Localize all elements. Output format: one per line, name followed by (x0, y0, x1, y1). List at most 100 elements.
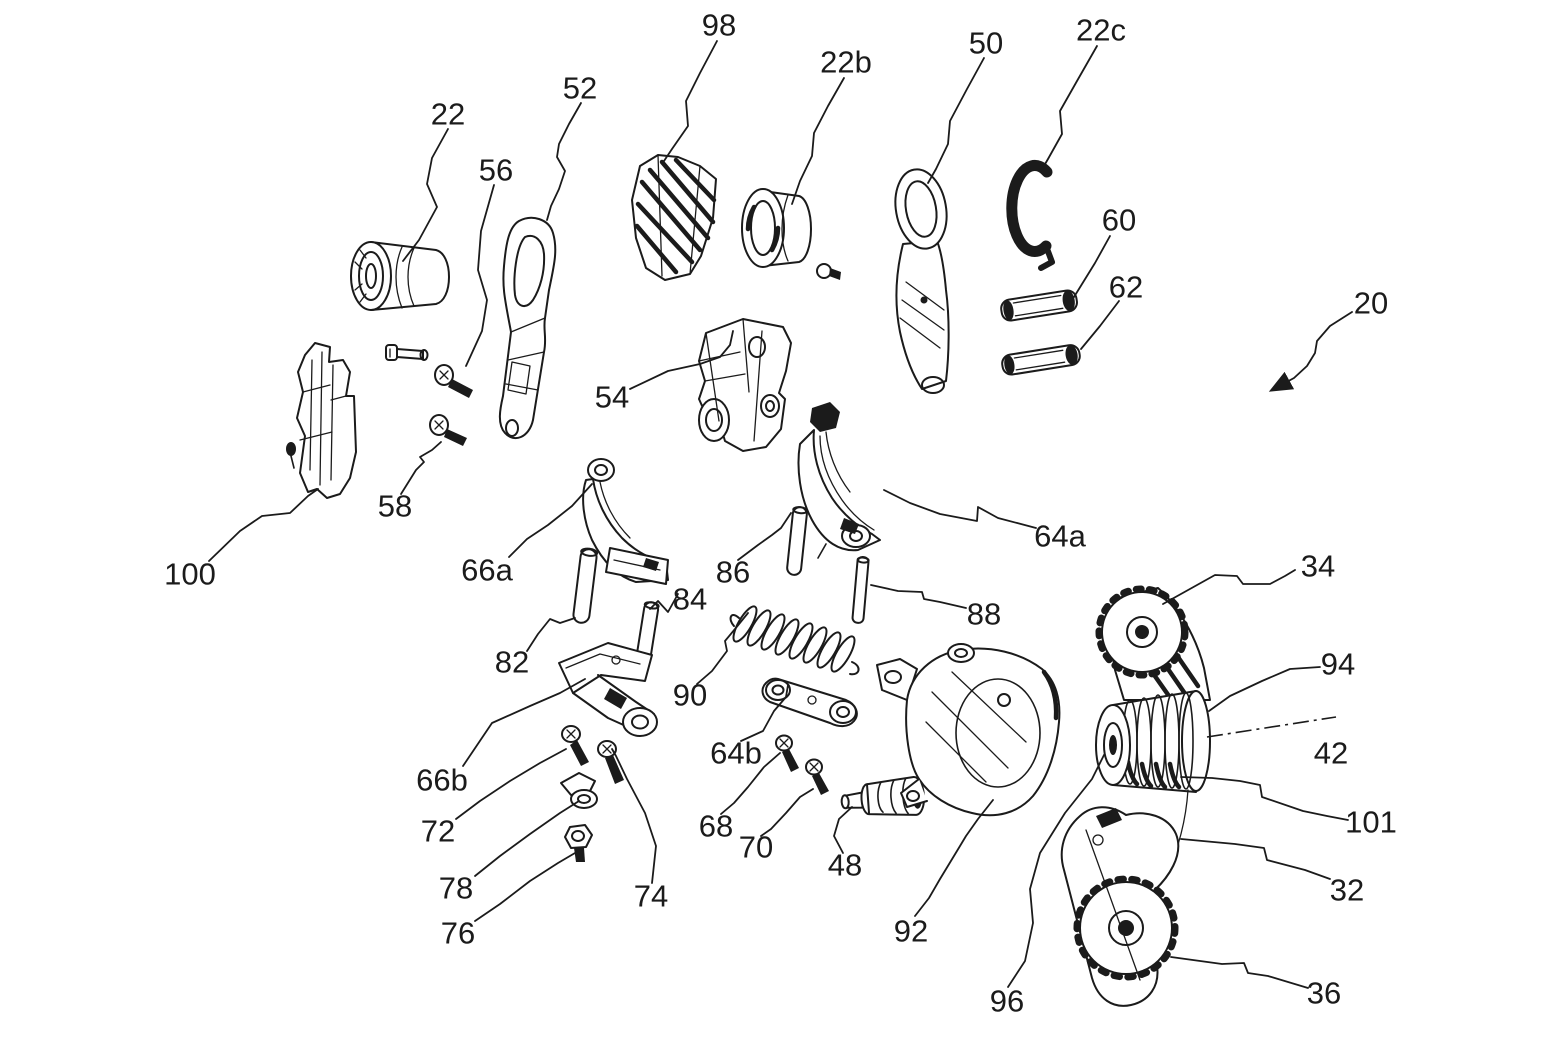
part-housing-92 (876, 643, 1061, 817)
part-body-54 (698, 318, 792, 452)
leader-100 (208, 488, 319, 562)
leader-22c (1040, 45, 1098, 172)
ref-label-42: 42 (1314, 736, 1348, 771)
ref-label-84: 84 (673, 582, 707, 617)
part-assembly-66b (558, 642, 658, 737)
leader-62 (1080, 300, 1120, 350)
leader-20 (1268, 311, 1353, 392)
part-pin-60 (1000, 289, 1078, 322)
ref-label-54: 54 (595, 380, 629, 415)
part-link-64b (761, 677, 858, 728)
ref-label-62: 62 (1109, 270, 1143, 305)
ref-label-34: 34 (1301, 549, 1335, 584)
part-screw-58 (429, 414, 467, 446)
leader-84 (649, 593, 679, 613)
leader-72 (455, 748, 567, 820)
ref-label-50: 50 (969, 26, 1003, 61)
leader-36 (1170, 956, 1309, 989)
leader-66a (508, 483, 593, 558)
ref-label-22b: 22b (820, 45, 872, 80)
ref-label-60: 60 (1102, 203, 1136, 238)
leader-92 (914, 799, 994, 917)
leader-58 (400, 441, 442, 495)
leader-94 (1208, 666, 1321, 712)
leader-48 (833, 806, 853, 854)
leader-64b (740, 684, 789, 742)
ref-label-68: 68 (699, 809, 733, 844)
part-screw-68 (775, 734, 799, 772)
leader-78 (474, 800, 580, 877)
leader-60 (1073, 235, 1111, 298)
ref-label-74: 74 (634, 879, 668, 914)
part-spring-90 (729, 605, 860, 676)
leader-64a (883, 489, 1037, 529)
ref-label-64b: 64b (710, 736, 762, 771)
part-washer-78 (560, 772, 598, 809)
part-bracket-100 (286, 342, 357, 499)
part-screw-56 (434, 364, 473, 398)
part-bolt-76 (564, 824, 593, 862)
leader-34 (1162, 569, 1296, 605)
part-screw-74 (597, 740, 624, 784)
axis-line-42 (1206, 716, 1337, 738)
leader-66b (462, 678, 586, 767)
part-roller-22 (350, 241, 450, 311)
ref-label-76: 76 (441, 916, 475, 951)
ref-label-36: 36 (1307, 976, 1341, 1011)
leader-74 (611, 748, 657, 884)
ref-label-100: 100 (164, 557, 216, 592)
part-pin-86 (786, 506, 809, 576)
part-spool-94 (1095, 690, 1211, 793)
ref-label-64a: 64a (1034, 519, 1086, 554)
part-pin-88 (851, 556, 870, 624)
leader-50 (927, 57, 985, 184)
ref-label-82: 82 (495, 645, 529, 680)
ref-label-20: 20 (1354, 286, 1388, 321)
part-arm-50 (894, 168, 950, 394)
ref-label-70: 70 (739, 830, 773, 865)
leader-98 (663, 40, 718, 162)
leader-52 (546, 102, 582, 221)
ref-label-101: 101 (1345, 805, 1397, 840)
ref-label-90: 90 (673, 678, 707, 713)
ref-label-92: 92 (894, 914, 928, 949)
part-arm-64a (797, 402, 881, 559)
leader-56 (465, 184, 495, 367)
ref-label-78: 78 (439, 871, 473, 906)
ref-label-72: 72 (421, 814, 455, 849)
part-pin-62 (1001, 344, 1081, 376)
part-screw-22b (816, 263, 841, 280)
ref-label-22c: 22c (1076, 13, 1126, 48)
ref-label-58: 58 (378, 489, 412, 524)
ref-label-98: 98 (702, 8, 736, 43)
leader-90 (696, 612, 749, 685)
part-bushing-22b (741, 188, 812, 268)
leader-101 (1180, 776, 1349, 821)
part-pin-82 (572, 547, 599, 624)
leader-70 (760, 788, 814, 837)
leader-76 (474, 852, 576, 922)
leader-96 (1007, 754, 1105, 988)
leader-86 (737, 512, 792, 561)
ref-label-48: 48 (828, 848, 862, 883)
leader-82 (526, 617, 576, 652)
leader-68 (720, 752, 781, 815)
leader-22 (402, 128, 449, 262)
ref-label-88: 88 (967, 597, 1001, 632)
part-arm-66a (582, 458, 669, 585)
ref-label-32: 32 (1330, 873, 1364, 908)
part-link-52 (498, 216, 557, 440)
ref-label-56: 56 (479, 153, 513, 188)
ref-label-96: 96 (990, 984, 1024, 1019)
part-bolt-horizontal (385, 344, 429, 361)
leader-88 (870, 584, 967, 609)
leader-22b (791, 77, 845, 205)
leader-32 (1180, 838, 1331, 880)
part-top-pulley (1095, 585, 1189, 679)
part-bracket-98 (631, 154, 717, 281)
part-screw-70 (805, 758, 829, 795)
ref-label-86: 86 (716, 555, 750, 590)
